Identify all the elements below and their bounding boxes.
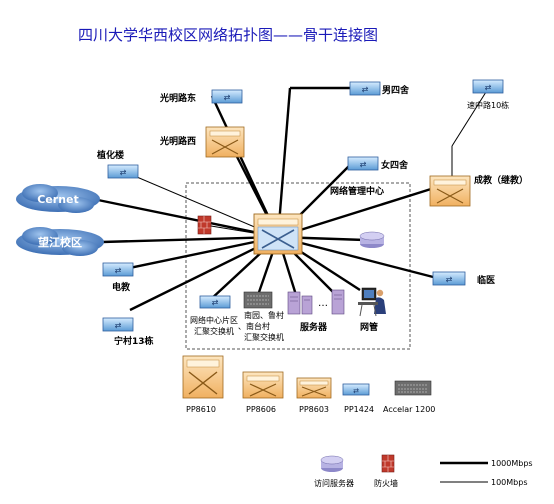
legend-firewall-label: 防火墙: [374, 478, 398, 488]
switch-linyi: ⇄: [432, 271, 466, 286]
nmc-region: [185, 182, 411, 350]
netmgmt-workstation-icon: [358, 287, 386, 317]
label-netmgmt: 网管: [360, 321, 378, 333]
cloud-wangjiang: [16, 227, 104, 256]
legend-access-server-icon: [320, 455, 344, 472]
switch-zhihua: ⇄: [107, 164, 139, 179]
servers-icon: [287, 289, 345, 315]
label-ningcun: 宁村13栋: [114, 335, 154, 347]
servers-ellipsis: …: [318, 298, 328, 309]
switch-dianjiao: ⇄: [102, 262, 134, 277]
chassis-nanyuan-aggregation: [243, 291, 273, 309]
label-accelar: Accelar 1200: [383, 405, 435, 414]
label-cernet: Cernet: [37, 193, 79, 206]
label-boys-dorm: 男四舍: [382, 84, 410, 96]
label-nmc: 网络管理中心: [330, 185, 384, 197]
svg-text:⇄: ⇄: [120, 168, 127, 177]
switch-ningcun: ⇄: [102, 317, 134, 332]
switch-guangming-east: ⇄: [211, 89, 243, 104]
legend-firewall-icon: [381, 454, 395, 473]
device-accelar: [394, 380, 432, 396]
chassis-guangming-west: [205, 126, 245, 158]
label-sucheng: 速中路10栋: [467, 100, 509, 110]
switch-center-aggregation: ⇄: [199, 295, 231, 309]
label-guangming-west: 光明路西: [159, 135, 196, 147]
firewall-icon: [197, 215, 212, 235]
label-pp8606: PP8606: [246, 405, 276, 414]
diagram-title: 四川大学华西校区网络拓扑图——骨干连接图: [78, 26, 378, 44]
svg-text:⇄: ⇄: [446, 275, 453, 284]
label-pp1424: PP1424: [344, 405, 374, 414]
chassis-chengjiao: [429, 175, 471, 207]
label-chengjiao: 成教（继教）: [474, 174, 528, 186]
label-center-aggregation: 网络中心片区 汇聚交换机: [190, 315, 241, 336]
device-pp8603: [296, 377, 332, 399]
device-pp8606: [242, 371, 284, 399]
svg-text:⇄: ⇄: [362, 85, 369, 94]
svg-text:⇄: ⇄: [224, 93, 231, 102]
svg-text:⇄: ⇄: [485, 83, 492, 92]
svg-text:⇄: ⇄: [115, 266, 122, 275]
label-dianjiao: 电教: [112, 281, 131, 293]
label-wangjiang: 望江校区: [38, 235, 82, 249]
label-pp8603: PP8603: [299, 405, 329, 414]
switch-sucheng: ⇄: [472, 79, 504, 94]
cloud-cernet: [16, 184, 100, 213]
svg-text:⇄: ⇄: [353, 387, 359, 395]
svg-text:⇄: ⇄: [212, 298, 219, 307]
device-pp8610: [182, 355, 224, 399]
access-links: [124, 91, 487, 238]
legend-100mbps-label: 100Mbps: [491, 478, 528, 487]
label-pp8610: PP8610: [186, 405, 216, 414]
core-switch: [253, 213, 303, 255]
switch-boys-dorm: ⇄: [349, 81, 381, 96]
device-pp1424: ⇄: [342, 383, 370, 396]
label-servers: 服务器: [300, 321, 328, 333]
label-guangming-east: 光明路东: [159, 92, 196, 104]
label-girls-dorm: 女四舍: [381, 159, 409, 171]
backbone-links: [97, 86, 438, 312]
label-nanyuan-aggregation: 南园、鲁村 、南台村 汇聚交换机: [238, 310, 287, 342]
svg-text:⇄: ⇄: [360, 160, 367, 169]
label-zhihua: 植化楼: [96, 149, 124, 161]
svg-text:⇄: ⇄: [115, 321, 122, 330]
access-server-icon: [359, 231, 385, 248]
legend-access-server-label: 访问服务器: [314, 478, 354, 488]
switch-girls-dorm: ⇄: [347, 156, 379, 171]
label-linyi: 临医: [477, 274, 495, 286]
legend-1000mbps-label: 1000Mbps: [491, 459, 533, 468]
